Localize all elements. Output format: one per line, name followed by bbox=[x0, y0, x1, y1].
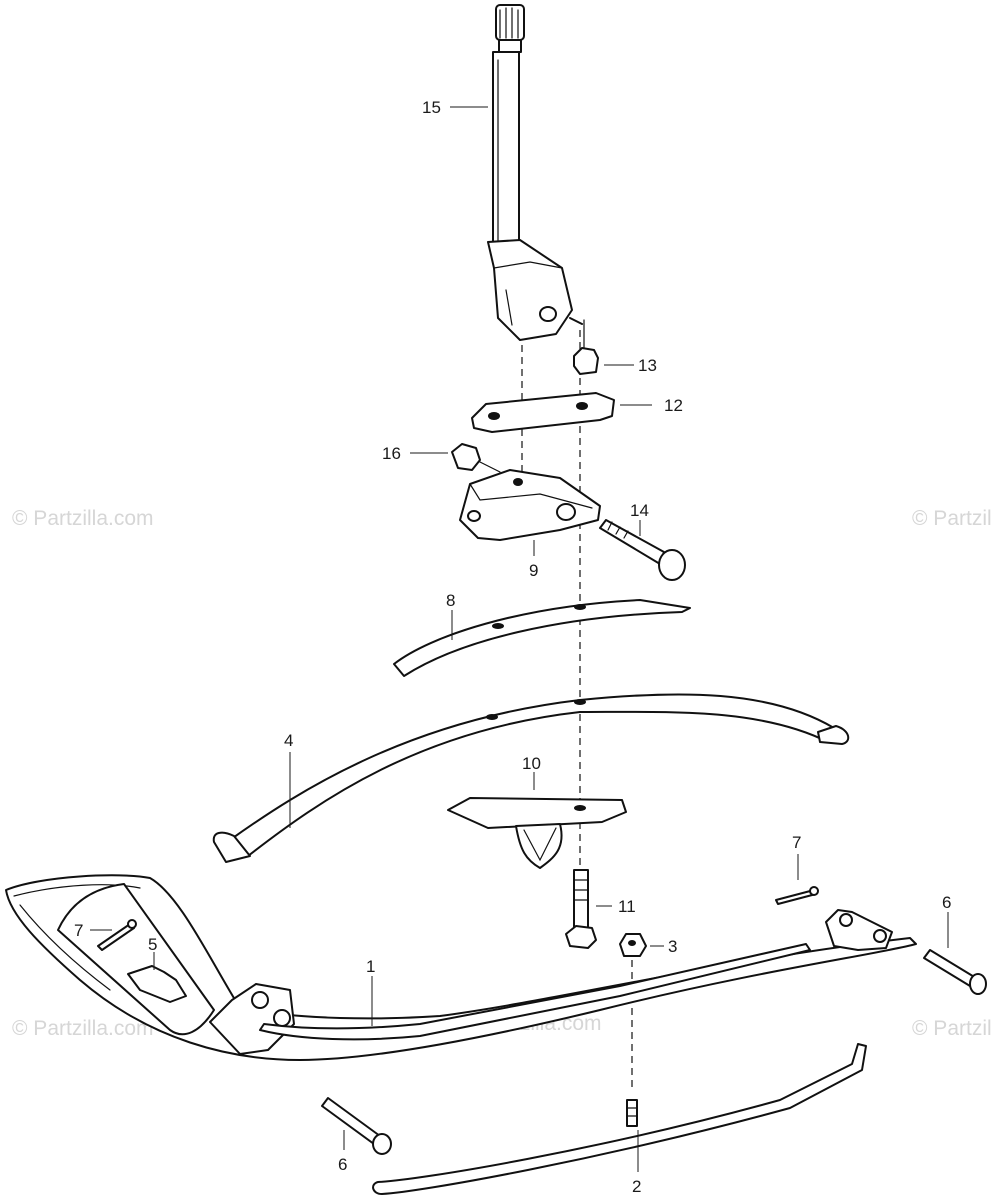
callout-3: 3 bbox=[668, 937, 677, 956]
callout-12: 12 bbox=[664, 396, 683, 415]
callout-6-right: 6 bbox=[942, 893, 951, 912]
part-9-bracket bbox=[459, 469, 601, 541]
part-16-nut bbox=[451, 443, 501, 473]
callout-1: 1 bbox=[366, 957, 375, 976]
part-8-leaf bbox=[393, 599, 691, 677]
callout-5: 5 bbox=[148, 935, 157, 954]
callout-8: 8 bbox=[446, 591, 455, 610]
leader-lines bbox=[90, 106, 949, 1172]
callout-4: 4 bbox=[284, 731, 293, 750]
part-6-pin-left bbox=[321, 1097, 392, 1155]
part-11-bolt bbox=[565, 869, 597, 949]
part-7-pin-right bbox=[775, 886, 819, 905]
watermark-bottom-left: © Partzilla.com bbox=[12, 1017, 154, 1040]
part-12-plate bbox=[471, 392, 615, 433]
part-15-spindle bbox=[487, 4, 583, 341]
callout-6-left: 6 bbox=[338, 1155, 347, 1174]
part-10-plate bbox=[447, 797, 627, 869]
callout-7-right: 7 bbox=[792, 833, 801, 852]
watermark-right: © Partzilla.com bbox=[912, 507, 993, 530]
part-13-nut bbox=[573, 319, 599, 375]
part-3-nut bbox=[619, 933, 647, 957]
callout-16: 16 bbox=[382, 444, 401, 463]
callout-14: 14 bbox=[630, 501, 649, 520]
watermark-left: © Partzilla.com bbox=[12, 507, 154, 530]
part-1-ski bbox=[5, 874, 917, 1061]
watermarks: © Partzilla.com © Partzilla.com © Partzi… bbox=[12, 507, 993, 1040]
part-7-pin-left bbox=[97, 919, 137, 951]
callout-labels: 15 13 12 16 14 9 8 4 10 11 3 7 6 7 5 1 6… bbox=[74, 98, 951, 1196]
callout-13: 13 bbox=[638, 356, 657, 375]
callout-9: 9 bbox=[529, 561, 538, 580]
part-4-leaf bbox=[212, 693, 850, 863]
callout-7-left: 7 bbox=[74, 921, 83, 940]
callout-15: 15 bbox=[422, 98, 441, 117]
callout-2: 2 bbox=[632, 1177, 641, 1196]
part-2-runner bbox=[372, 1043, 867, 1195]
part-6-pin-right bbox=[923, 949, 987, 995]
callout-11: 11 bbox=[618, 897, 636, 916]
watermark-bottom-right: © Partzilla.com bbox=[912, 1017, 993, 1040]
part-14-bolt bbox=[599, 519, 686, 581]
callout-10: 10 bbox=[522, 754, 541, 773]
